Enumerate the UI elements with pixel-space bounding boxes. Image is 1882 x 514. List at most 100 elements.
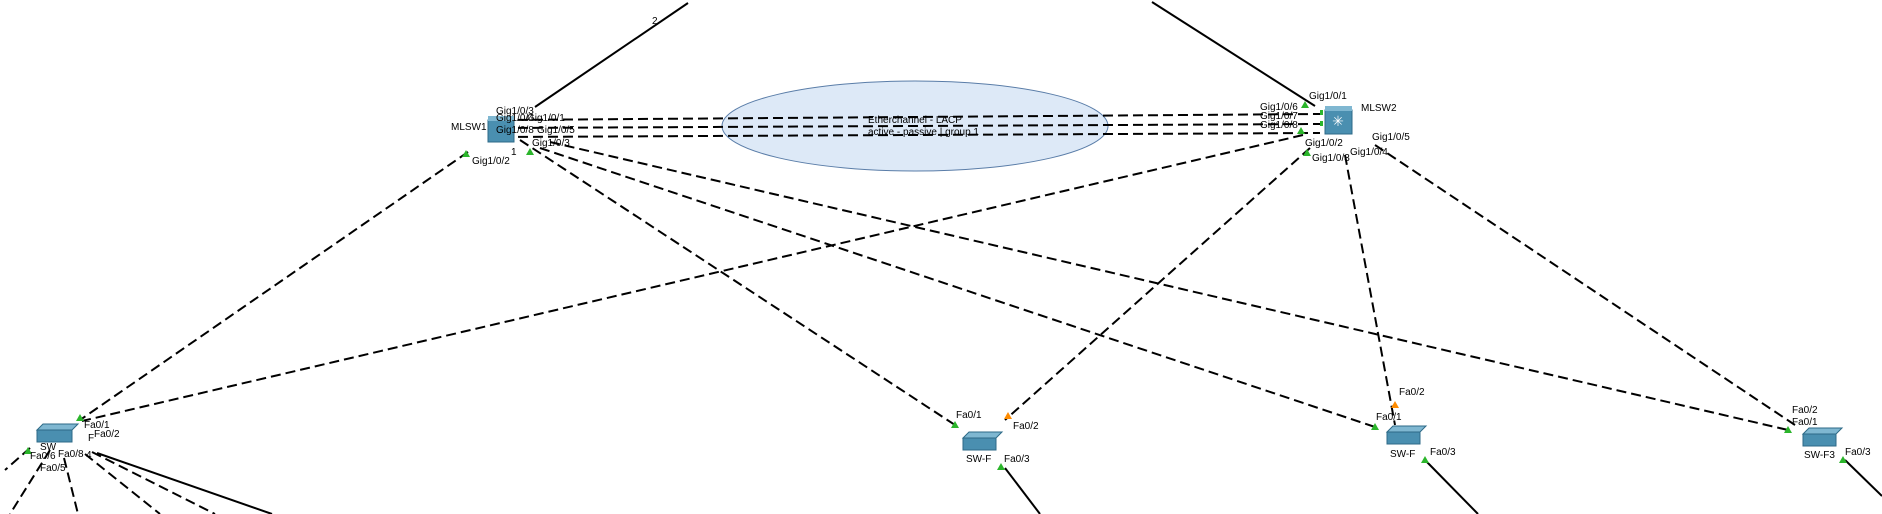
link-swfa-down[interactable] [1004, 467, 1041, 514]
link-label-top: 2 [652, 16, 658, 27]
port-up-marker [1784, 426, 1792, 433]
link-mlsw2-top[interactable] [1151, 1, 1316, 107]
router-arrows-icon: ✳ [1332, 114, 1344, 130]
port-up-marker [1303, 149, 1311, 156]
switch-icon-body [1386, 431, 1421, 445]
port-label: Fa0/1 [956, 410, 982, 421]
link-swl-stub-5[interactable] [91, 451, 216, 514]
port-label: 4 [86, 450, 92, 461]
port-label: Gig1/0/4 [496, 113, 534, 124]
port-markers [24, 101, 1847, 470]
switch-icon-body [1802, 433, 1837, 447]
link-swfb-down[interactable] [1424, 459, 1479, 514]
sw-left-device[interactable]: SW [35, 423, 80, 453]
sw-f-b-device[interactable]: SW-F [1385, 425, 1428, 460]
port-label: Gig1/0/7 [1260, 111, 1298, 122]
link-mlsw1-swf3[interactable] [549, 141, 1789, 431]
device-name-mlsw2: MLSW2 [1361, 103, 1397, 114]
mlsw2-device[interactable]: ✳ MLSW2 [1324, 103, 1397, 135]
port-label: Gig1/0/8 [496, 125, 534, 136]
switch-icon[interactable] [1385, 425, 1428, 433]
link-swf3-down[interactable] [1844, 459, 1882, 497]
link-mlsw1-swfa[interactable] [519, 139, 956, 426]
port-up-marker [1320, 121, 1323, 126]
switch-icon[interactable] [35, 423, 80, 431]
port-up-marker [76, 414, 84, 421]
port-up-marker [1320, 110, 1323, 115]
link-mlsw1-swfb[interactable] [539, 147, 1376, 428]
port-label: Fa0/3 [1845, 447, 1871, 458]
port-label: 1 [511, 147, 517, 158]
etherchannel-note-line1: Etherchannel - LACP [868, 115, 962, 126]
port-label: Gig1/0/5 [1372, 132, 1410, 143]
port-up-marker [1421, 456, 1429, 463]
link-mlsw2-swf3[interactable] [1374, 144, 1796, 426]
dashed-links [4, 113, 1796, 514]
port-label: Fa0/2 [94, 429, 120, 440]
switch-icon-body [36, 429, 73, 443]
link-mlsw2-swfa[interactable] [1004, 147, 1311, 421]
port-label: Fa0/1 [1376, 412, 1402, 423]
multilayer-switch-icon-top [1325, 106, 1352, 111]
port-label: Gig1/0/3 [496, 106, 534, 117]
device-name-mlsw1: MLSW1 [451, 122, 487, 133]
switch-icon[interactable] [961, 431, 1004, 439]
port-up-marker [1839, 456, 1847, 463]
port-pending-marker [1004, 412, 1012, 419]
device-name-sw-f-a: SW-F [966, 454, 991, 465]
link-mlsw2-swfb[interactable] [1344, 154, 1396, 426]
port-label: Fa0/8 [58, 449, 84, 460]
link-mlsw1-swl[interactable] [79, 151, 469, 421]
link-swl-stub-4[interactable] [84, 453, 161, 514]
port-label: Gig1/0/3 [1312, 153, 1350, 164]
etherchannel-link-3[interactable] [502, 132, 1321, 138]
port-label: Fa0/3 [1004, 454, 1030, 465]
device-name-sw-f-b: SW-F [1390, 449, 1415, 460]
port-label: Fa0/3 [1430, 447, 1456, 458]
port-up-marker [24, 447, 32, 454]
etherchannel-note-line2: active - passive | group 1 [868, 127, 979, 138]
port-label: Fa0/5 [40, 463, 66, 474]
port-label: F [88, 433, 94, 444]
port-up-marker [526, 148, 534, 155]
link-mlsw1-top[interactable] [534, 2, 689, 108]
port-label: Gig1/0/3 [532, 138, 570, 149]
port-label: Fa0/1 [84, 420, 110, 431]
sw-f-a-device[interactable]: SW-F [961, 431, 1004, 465]
port-label: Gig1/0/2 [472, 156, 510, 167]
port-label: Gig1/0/6 [1260, 102, 1298, 113]
port-up-marker [1371, 423, 1379, 430]
port-up-marker [1297, 127, 1305, 134]
port-label: Fa0/2 [1399, 387, 1425, 398]
port-label: Gig1/0/1 [527, 113, 565, 124]
port-up-marker [951, 421, 959, 428]
port-up-marker [1301, 101, 1309, 108]
link-swl-down[interactable] [96, 452, 273, 514]
port-up-marker [462, 150, 470, 157]
port-pending-marker [1391, 401, 1399, 408]
port-up-marker [997, 463, 1005, 470]
port-label: Gig1/0/8 [1260, 120, 1298, 131]
port-label: Gig1/0/2 [1305, 138, 1343, 149]
link-mlsw2-swl[interactable] [81, 134, 1304, 422]
port-label: Gig1/0/1 [1309, 91, 1347, 102]
etherchannel-link-1[interactable] [502, 113, 1321, 121]
mlsw1-device[interactable]: MLSW1 [451, 116, 515, 143]
multilayer-switch-icon-top [488, 116, 514, 121]
port-label: Fa0/1 [1792, 417, 1818, 428]
device-name-sw-left: SW [40, 442, 57, 453]
switch-icon[interactable] [1801, 427, 1844, 435]
switch-icon-body [962, 437, 997, 451]
etherchannel-link-2[interactable] [502, 123, 1321, 129]
port-label: Fa0/6 [30, 451, 56, 462]
port-label: Gig1/0/4 [1350, 147, 1388, 158]
port-label: Fa0/2 [1013, 421, 1039, 432]
link-swl-stub-3[interactable] [63, 457, 79, 514]
port-label: Gig1/0/5 [537, 125, 575, 136]
device-name-sw-f3: SW-F3 [1804, 450, 1835, 461]
link-swl-stub-2[interactable] [9, 449, 51, 514]
solid-links [96, 1, 1882, 514]
port-label: Fa0/2 [1792, 405, 1818, 416]
sw-f3-device[interactable]: SW-F3 [1801, 427, 1844, 461]
